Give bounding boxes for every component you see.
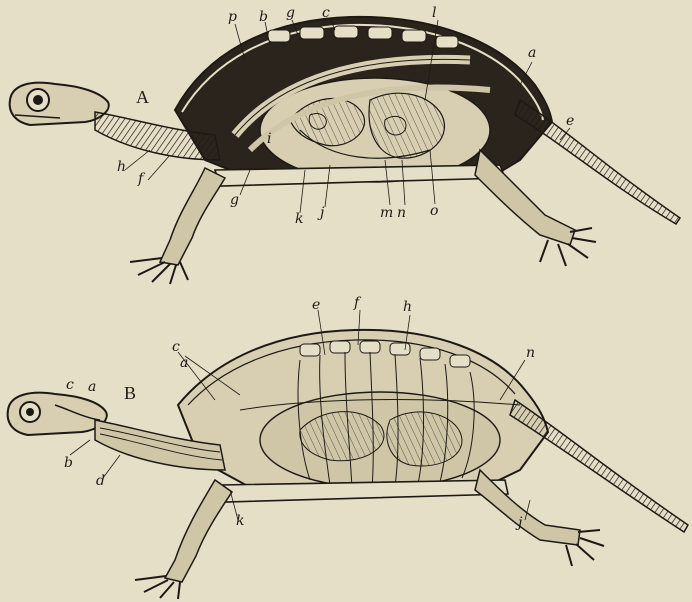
figure-a-hindleg: [475, 150, 575, 245]
figure-a-label-a: a: [528, 46, 536, 60]
figure-a-letter: A: [136, 88, 149, 106]
figure-b-label-j: j: [518, 516, 522, 530]
figure-b-label-d: d: [96, 474, 105, 488]
figure-b-label-n: n: [526, 346, 535, 360]
figure-a-label-f: f: [138, 172, 143, 186]
figure-a-label-p: p: [228, 10, 237, 24]
figure-b-drawing: [8, 310, 688, 599]
figure-a-label-b: b: [259, 10, 268, 24]
figure-a-tail: [515, 100, 680, 224]
figure-b-label-c-upper: c: [172, 340, 180, 354]
figure-a-label-g: g: [286, 6, 295, 20]
figure-b-label-h: h: [403, 300, 412, 314]
figure-a-label-m: m: [380, 206, 393, 220]
figure-a-label-e: e: [566, 114, 574, 128]
figure-a-label-n: n: [397, 206, 406, 220]
figure-a-label-j: j: [320, 206, 324, 220]
figure-a-label-l: l: [432, 6, 436, 20]
figure-a-label-k: k: [295, 212, 303, 226]
figure-b-label-f: f: [354, 296, 359, 310]
figure-a-label-g-lower: g: [230, 193, 239, 207]
figure-b-label-e: e: [312, 298, 320, 312]
figure-b-label-b: b: [64, 456, 73, 470]
figure-b-letter: B: [124, 384, 136, 402]
figure-a-label-o: o: [430, 204, 438, 218]
figure-a-drawing: [10, 17, 680, 284]
figure-b-label-a-shoulder: a: [180, 356, 188, 370]
figure-b-label-k: k: [236, 514, 244, 528]
figure-b-label-c-head: c: [66, 378, 74, 392]
figure-a-label-h: h: [117, 160, 126, 174]
figure-a-foreleg: [160, 168, 225, 265]
figure-a-label-c: c: [322, 6, 330, 20]
figure-b-tail: [510, 400, 688, 532]
figure-b-label-a-upper: a: [88, 380, 96, 394]
figure-b-hindleg: [475, 470, 580, 545]
figure-a-label-i: i: [267, 132, 271, 146]
figure-b-foreleg: [165, 480, 232, 582]
